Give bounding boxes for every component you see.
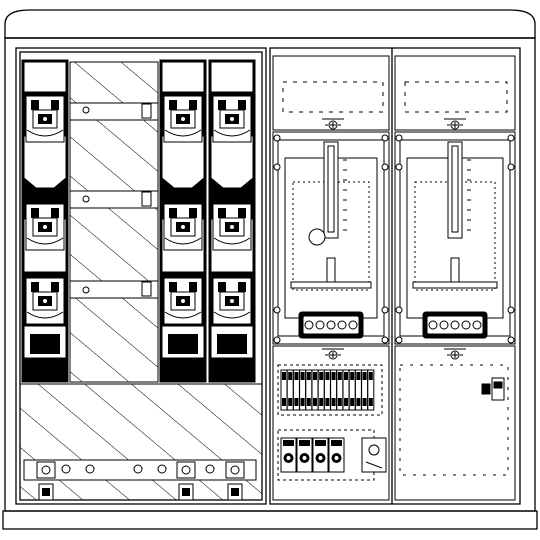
mounting-hole xyxy=(273,134,281,142)
terminal-block xyxy=(292,369,300,411)
mounting-hole xyxy=(507,336,515,344)
bottom-left-panel xyxy=(272,345,390,501)
terminal-block xyxy=(286,369,294,411)
fuse-base xyxy=(163,95,203,143)
upper-blank-panels xyxy=(272,55,516,131)
fuse-base xyxy=(212,203,252,251)
fuse-holder xyxy=(296,437,313,473)
terminal-block xyxy=(280,369,288,411)
terminal-block-group xyxy=(280,369,375,411)
mounting-hole xyxy=(395,336,403,344)
fuse-strip-middle xyxy=(159,59,207,383)
fuse-strip-window xyxy=(210,135,254,189)
fuse-strip-right xyxy=(208,59,256,383)
terminal-block xyxy=(305,369,313,411)
fuse-base xyxy=(163,203,203,251)
mounting-hole xyxy=(273,163,281,171)
meter-support-bar xyxy=(412,281,498,289)
mounting-hole xyxy=(395,306,403,314)
panel-screw-group xyxy=(322,118,466,360)
mounting-hole xyxy=(381,306,389,314)
mounting-hole xyxy=(395,163,403,171)
fuse-holder xyxy=(312,437,329,473)
busbar-terminal xyxy=(225,461,245,501)
fuse-base xyxy=(25,277,65,325)
meter-terminal-block xyxy=(298,311,364,339)
terminal-block xyxy=(311,369,319,411)
meter-bay-group xyxy=(272,131,516,345)
busbar-terminal-group xyxy=(36,461,245,501)
fuse-holder xyxy=(280,437,297,473)
terminal-block xyxy=(336,369,344,411)
fuse-strip-cap-top xyxy=(210,61,254,93)
terminal-block xyxy=(348,369,356,411)
mounting-hole xyxy=(273,306,281,314)
meter-bay-frame xyxy=(272,131,390,345)
fuse-strip-cap-top xyxy=(161,61,205,93)
panel-screw xyxy=(322,348,344,360)
fuse-strip-cap-top xyxy=(23,61,67,93)
meter-bay xyxy=(272,131,390,345)
panel-screw xyxy=(444,118,466,130)
terminal-block xyxy=(330,369,338,411)
terminal-block xyxy=(342,369,350,411)
fuse-base xyxy=(25,203,65,251)
mounting-hole xyxy=(381,336,389,344)
bottom-right-panel xyxy=(394,345,516,501)
busbar-terminal xyxy=(36,461,56,501)
fuse-holder xyxy=(328,437,345,473)
terminal-block xyxy=(361,369,369,411)
mounting-hole xyxy=(507,306,515,314)
busbar-terminal xyxy=(176,461,196,501)
terminal-block xyxy=(323,369,331,411)
fuse-base xyxy=(212,95,252,143)
terminal-block xyxy=(367,369,375,411)
fuse-base xyxy=(163,277,203,325)
fuse-strip-window xyxy=(161,135,205,189)
mounting-hole xyxy=(507,163,515,171)
meter-bay xyxy=(394,131,516,345)
panel-screw xyxy=(444,348,466,360)
fuse-holder-group xyxy=(280,437,345,473)
mounting-hole xyxy=(381,163,389,171)
mounting-hole xyxy=(381,134,389,142)
fuse-base xyxy=(212,277,252,325)
meter-terminal-block xyxy=(422,311,488,339)
terminal-block xyxy=(317,369,325,411)
fuse-base xyxy=(25,95,65,143)
mounting-hole xyxy=(507,134,515,142)
fuse-strip-window xyxy=(23,135,67,189)
meter-support-bar xyxy=(290,281,372,289)
mounting-hole xyxy=(395,134,403,142)
relay xyxy=(361,437,387,473)
meter-bay-frame xyxy=(394,131,516,345)
terminal-block xyxy=(299,369,307,411)
fuse-strip-group xyxy=(21,59,256,383)
terminal-block xyxy=(354,369,362,411)
mounting-rails xyxy=(69,102,159,299)
round-indicator xyxy=(308,228,326,246)
mounting-hole xyxy=(273,336,281,344)
cabinet-body xyxy=(2,9,538,530)
small-device xyxy=(481,377,505,401)
panel-screw xyxy=(322,118,344,130)
busbar xyxy=(23,459,257,481)
fuse-strip-left xyxy=(21,59,69,383)
